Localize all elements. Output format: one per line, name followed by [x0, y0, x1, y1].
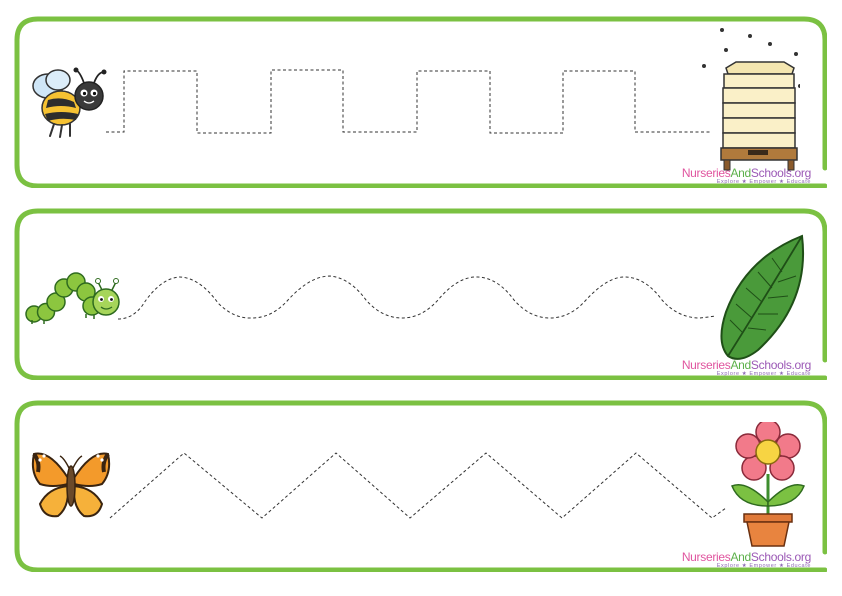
leaf-icon: [720, 234, 804, 360]
row-frame: [14, 208, 827, 380]
flower-icon: [731, 422, 805, 547]
tracing-row-bee: NurseriesAndSchools.org Explore ★ Empowe…: [14, 16, 827, 188]
branding-logo: NurseriesAndSchools.org Explore ★ Empowe…: [682, 359, 811, 378]
brand-tagline: Explore ★ Empower ★ Educate: [716, 179, 811, 185]
tracing-row-caterpillar: NurseriesAndSchools.org Explore ★ Empowe…: [14, 208, 827, 380]
zigzag-trace-path[interactable]: [14, 400, 827, 572]
branding-logo: NurseriesAndSchools.org Explore ★ Empowe…: [682, 551, 811, 570]
bee-icon: [32, 67, 107, 138]
brand-tagline: Explore ★ Empower ★ Educate: [716, 371, 811, 377]
square-wave-trace-path[interactable]: [14, 16, 827, 188]
row-frame: [14, 16, 827, 188]
beehive-icon: [702, 28, 800, 171]
branding-logo: NurseriesAndSchools.org Explore ★ Empowe…: [682, 167, 811, 186]
brand-name: NurseriesAndSchools.org: [681, 550, 811, 564]
tracing-row-butterfly: NurseriesAndSchools.org Explore ★ Empowe…: [14, 400, 827, 572]
brand-tagline: Explore ★ Empower ★ Educate: [716, 563, 811, 569]
caterpillar-icon: [25, 272, 120, 324]
row-frame: [14, 400, 827, 572]
brand-name: NurseriesAndSchools.org: [681, 358, 811, 372]
butterfly-icon: [31, 452, 111, 518]
brand-name: NurseriesAndSchools.org: [681, 166, 811, 180]
wave-trace-path[interactable]: [14, 208, 827, 380]
